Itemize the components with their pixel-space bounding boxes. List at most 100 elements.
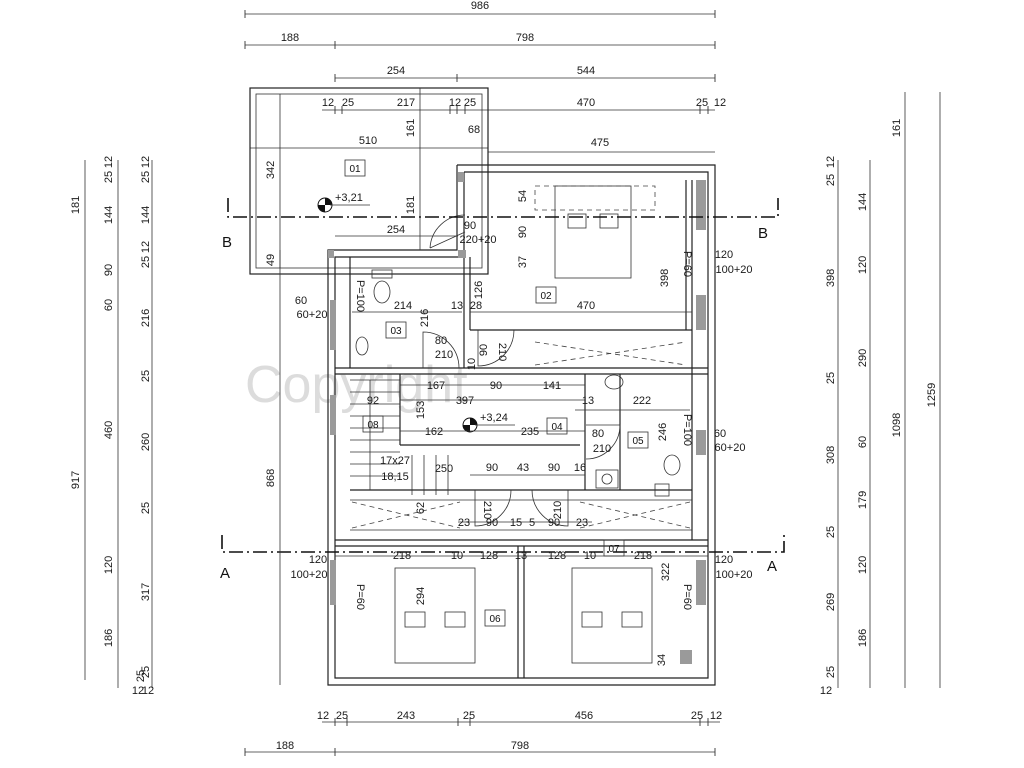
dim-90e: 90 (486, 462, 498, 474)
dim-218: 218 (393, 550, 411, 562)
dim-10b: 10 (451, 550, 463, 562)
dim-b-left-part: 188 (276, 740, 294, 752)
dim-100-20-top: 100+20 (715, 264, 752, 276)
dim-16: 16 (574, 462, 586, 474)
dim-l2-260: 260 (140, 433, 152, 451)
dim-120-top: 120 (715, 249, 733, 261)
parapet-p60-07: P=60 (681, 584, 693, 610)
dim-62: 62 (415, 502, 427, 514)
dim-210e: 210 (552, 501, 564, 519)
dim-r-161: 161 (891, 119, 903, 137)
dim-l2-25d: 25 (140, 502, 152, 514)
room-05-label: 05 (632, 436, 644, 447)
room-01-label: 01 (349, 164, 361, 175)
dim-10c: 10 (584, 550, 596, 562)
dim-r1-308: 308 (825, 446, 837, 464)
room-07-label: 07 (608, 544, 620, 555)
dim-stair-18-15: 18,15 (381, 471, 409, 483)
dim-235: 235 (521, 426, 539, 438)
dim-l2-12: 12 (140, 156, 152, 168)
dim-r2-144: 144 (857, 193, 869, 211)
dim-l2-144: 144 (140, 206, 152, 224)
dim-68: 68 (468, 124, 480, 136)
dim-60-right: 60 (714, 428, 726, 440)
dim-stair-17x27: 17x27 (380, 455, 410, 467)
dim-90f: 90 (548, 462, 560, 474)
dim-b-243: 243 (397, 710, 415, 722)
dim-l-181: 181 (70, 196, 82, 214)
dim-right-part: 798 (516, 32, 534, 44)
room-04-label: 04 (551, 422, 563, 433)
building-walls (249, 87, 716, 686)
furniture (350, 185, 691, 664)
room-06-label: 06 (489, 614, 501, 625)
dim-167: 167 (427, 380, 445, 392)
dim-l1-120: 120 (103, 556, 115, 574)
dim-398-inner: 398 (659, 269, 671, 287)
dim-12c: 12 (714, 97, 726, 109)
dim-r-1098: 1098 (891, 413, 903, 437)
dim-120-a-right: 120 (715, 554, 733, 566)
level-hall: +3,24 (480, 412, 508, 424)
dim-49: 49 (265, 254, 277, 266)
dim-216-inner: 216 (419, 309, 431, 327)
room-numbers: 01 02 03 04 05 06 07 08 (344, 159, 649, 627)
dim-l1-144: 144 (103, 206, 115, 224)
dim-100-20-a-right: 100+20 (715, 569, 752, 581)
dim-r2-120b: 120 (857, 556, 869, 574)
dim-92: 92 (367, 395, 379, 407)
dim-141: 141 (543, 380, 561, 392)
level-marker-hall-icon (462, 417, 515, 433)
dim-r2-179: 179 (857, 491, 869, 509)
dim-5: 5 (529, 517, 535, 529)
dim-b-456: 456 (575, 710, 593, 722)
dim-13: 13 (451, 300, 463, 312)
dim-left-part: 188 (281, 32, 299, 44)
section-a-right: A (767, 558, 777, 575)
dim-161-inner: 161 (405, 119, 417, 137)
dim-210c: 210 (593, 443, 611, 455)
dim-l2-12c: 12 (142, 685, 154, 697)
dim-r1-12b: 12 (820, 685, 832, 697)
dim-220-20: 220+20 (459, 234, 496, 246)
toilet-05 (663, 454, 681, 476)
dim-90b: 90 (517, 226, 529, 238)
dim-210d: 210 (481, 501, 493, 519)
dim-23b: 23 (576, 517, 588, 529)
dim-475: 475 (591, 137, 609, 149)
dim-l1-12b: 12 (132, 685, 144, 697)
dim-b-25b: 25 (463, 710, 475, 722)
dim-90h: 90 (548, 517, 560, 529)
dim-218b: 218 (634, 550, 652, 562)
dim-l-917: 917 (70, 471, 82, 489)
section-a-left: A (220, 565, 230, 582)
dim-100-20-a-left: 100+20 (290, 569, 327, 581)
dim-l2-12b: 12 (140, 241, 152, 253)
dim-r2-290: 290 (857, 349, 869, 367)
dim-l2-216: 216 (140, 309, 152, 327)
room-08-label: 08 (367, 420, 379, 431)
dim-l1-60: 60 (103, 299, 115, 311)
dim-b-25a: 25 (336, 710, 348, 722)
dim-510: 510 (359, 135, 377, 147)
dim-l2-317: 317 (140, 583, 152, 601)
dim-r1-25c: 25 (825, 526, 837, 538)
section-b-right: B (758, 225, 768, 242)
top-dimension-chains: 986 188 798 254 544 12 25 217 12 25 470 … (244, 0, 726, 153)
dim-210-03: 210 (435, 349, 453, 361)
dim-214: 214 (394, 300, 412, 312)
dim-181-inner: 181 (405, 196, 417, 214)
dim-28: 28 (470, 300, 482, 312)
dim-342: 342 (265, 161, 277, 179)
dim-250: 250 (435, 463, 453, 475)
level-marker-terrace-icon (317, 197, 370, 213)
dim-total-width: 986 (471, 0, 489, 12)
dim-126: 126 (473, 281, 485, 299)
dim-l1-90: 90 (103, 264, 115, 276)
dim-l1-25b: 25 (135, 670, 147, 682)
level-markers: +3,21 +3,24 (317, 192, 515, 433)
dim-l2-25b: 25 (140, 256, 152, 268)
toilet-03 (373, 280, 391, 304)
dim-162: 162 (425, 426, 443, 438)
